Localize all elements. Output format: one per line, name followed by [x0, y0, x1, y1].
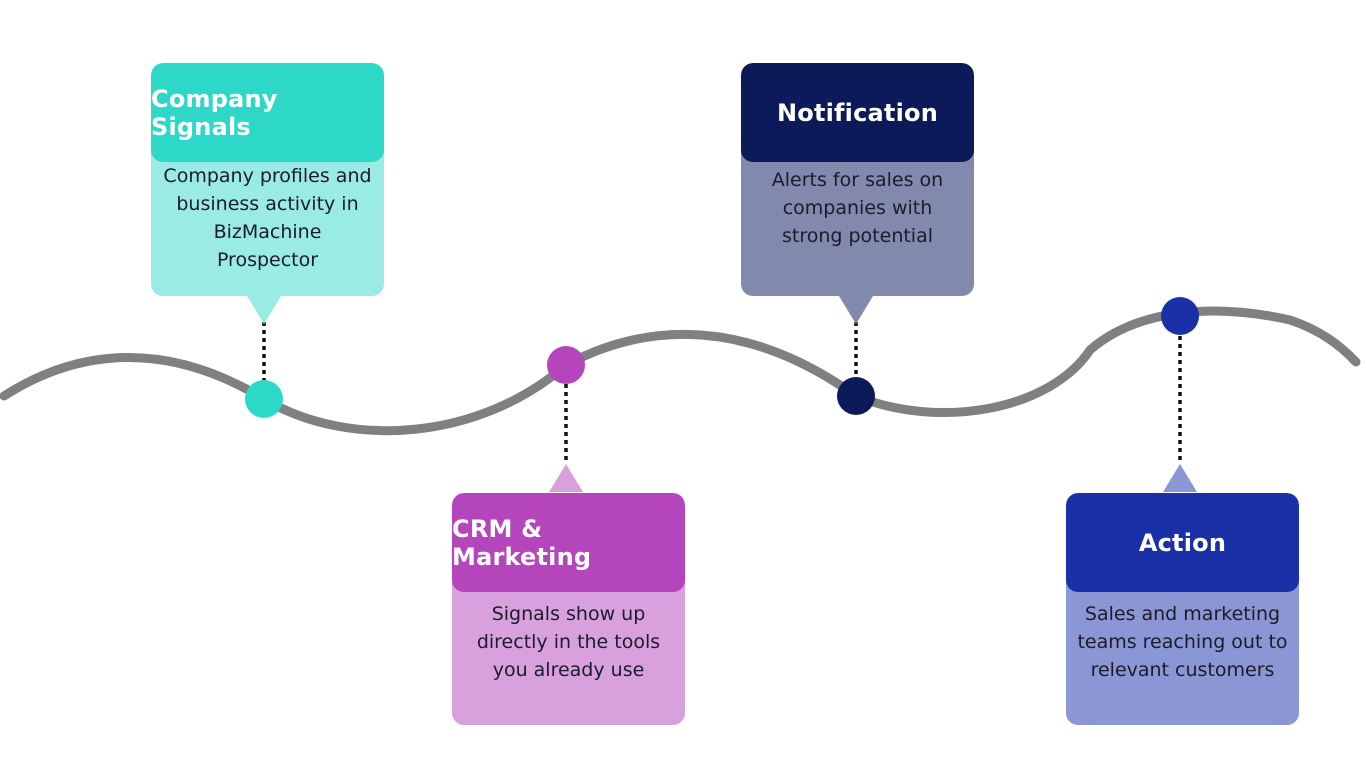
step-card-company-signals: Company Signals Company profiles and bus… — [151, 63, 384, 296]
step-description: Sales and marketing teams reaching out t… — [1066, 580, 1299, 725]
dot-notification — [837, 377, 875, 415]
step-title: Company Signals — [151, 63, 384, 162]
dot-company-signals — [245, 380, 283, 418]
step-description: Company profiles and business activity i… — [151, 150, 384, 296]
timeline-path — [0, 306, 1361, 436]
pointer-crm-marketing — [549, 464, 583, 492]
step-title: Notification — [741, 63, 974, 162]
step-card-crm-marketing: CRM & Marketing Signals show up directly… — [452, 493, 685, 725]
step-card-notification: Notification Alerts for sales on compani… — [741, 63, 974, 296]
step-card-action: Action Sales and marketing teams reachin… — [1066, 493, 1299, 725]
pointer-company-signals — [247, 296, 281, 324]
pointer-action — [1163, 464, 1197, 492]
step-description: Signals show up directly in the tools yo… — [452, 580, 685, 725]
step-description: Alerts for sales on companies with stron… — [741, 150, 974, 296]
dot-crm-marketing — [547, 346, 585, 384]
step-title: Action — [1066, 493, 1299, 592]
dot-action — [1161, 297, 1199, 335]
pointer-notification — [839, 296, 873, 324]
step-title: CRM & Marketing — [452, 493, 685, 592]
